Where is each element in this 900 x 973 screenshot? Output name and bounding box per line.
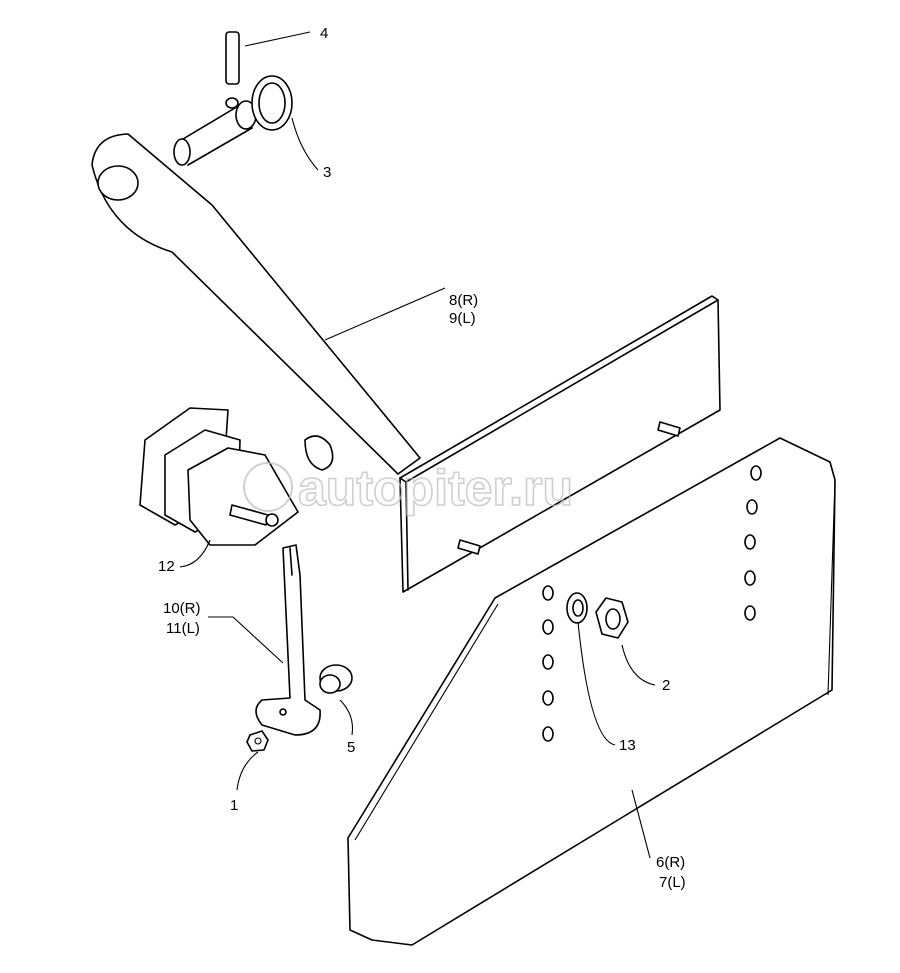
washer [566, 592, 588, 624]
label-7: 7(L) [659, 874, 686, 891]
bracket [139, 407, 299, 546]
label-12: 12 [158, 558, 175, 575]
label-9: 9(L) [449, 310, 476, 327]
washer-top [251, 75, 293, 131]
watermark-text: autopiter.ru [298, 460, 573, 516]
watermark: autopiter.ru [243, 459, 574, 517]
label-6: 6(R) [656, 854, 685, 871]
label-4: 4 [320, 25, 328, 42]
label-11: 11(L) [166, 620, 200, 637]
label-10: 10(R) [163, 600, 201, 617]
label-2: 2 [662, 677, 670, 694]
leader-lines [179, 31, 656, 859]
arm [91, 100, 421, 475]
label-3: 3 [323, 164, 331, 181]
pin [225, 31, 240, 109]
cap [319, 664, 353, 694]
label-13: 13 [619, 737, 636, 754]
label-1: 1 [230, 797, 238, 814]
label-5: 5 [347, 739, 355, 756]
label-8: 8(R) [449, 292, 478, 309]
mounting-plate [399, 295, 721, 593]
shield-plate [347, 437, 836, 946]
nut [595, 597, 629, 639]
lever [255, 544, 321, 736]
nut-small [246, 730, 269, 752]
